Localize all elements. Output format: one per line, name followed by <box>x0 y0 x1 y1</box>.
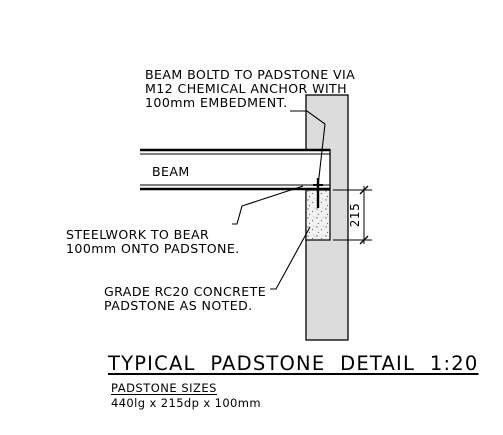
dimension-label: 215 <box>348 202 362 228</box>
bearing-leader <box>232 185 304 225</box>
padstone-note-line-2: PADSTONE AS NOTED. <box>104 298 253 313</box>
padstone-hatch <box>306 190 330 240</box>
padstone-sizes-heading: PADSTONE SIZES <box>111 381 217 395</box>
padstone-leader <box>270 226 311 290</box>
drawing-title: TYPICAL PADSTONE DETAIL 1:20 <box>108 352 479 375</box>
dimension-tick-top <box>359 185 369 195</box>
anchor-note-line-3: 100mm EMBEDMENT. <box>145 95 288 110</box>
beam-label: BEAM <box>152 164 190 179</box>
beam <box>140 149 330 190</box>
padstone-note-line-1: GRADE RC20 CONCRETE <box>104 284 267 299</box>
bearing-note-line-2: 100mm ONTO PADSTONE. <box>66 241 240 256</box>
bearing-note-line-1: STEELWORK TO BEAR <box>66 227 210 242</box>
anchor-note-line-1: BEAM BOLTD TO PADSTONE VIA <box>145 67 356 82</box>
anchor-leader <box>290 110 326 187</box>
padstone-sizes-value: 440lg x 215dp x 100mm <box>111 396 261 410</box>
dimension-tick-bottom <box>359 235 369 245</box>
anchor-note-line-2: M12 CHEMICAL ANCHOR WITH <box>145 81 348 96</box>
